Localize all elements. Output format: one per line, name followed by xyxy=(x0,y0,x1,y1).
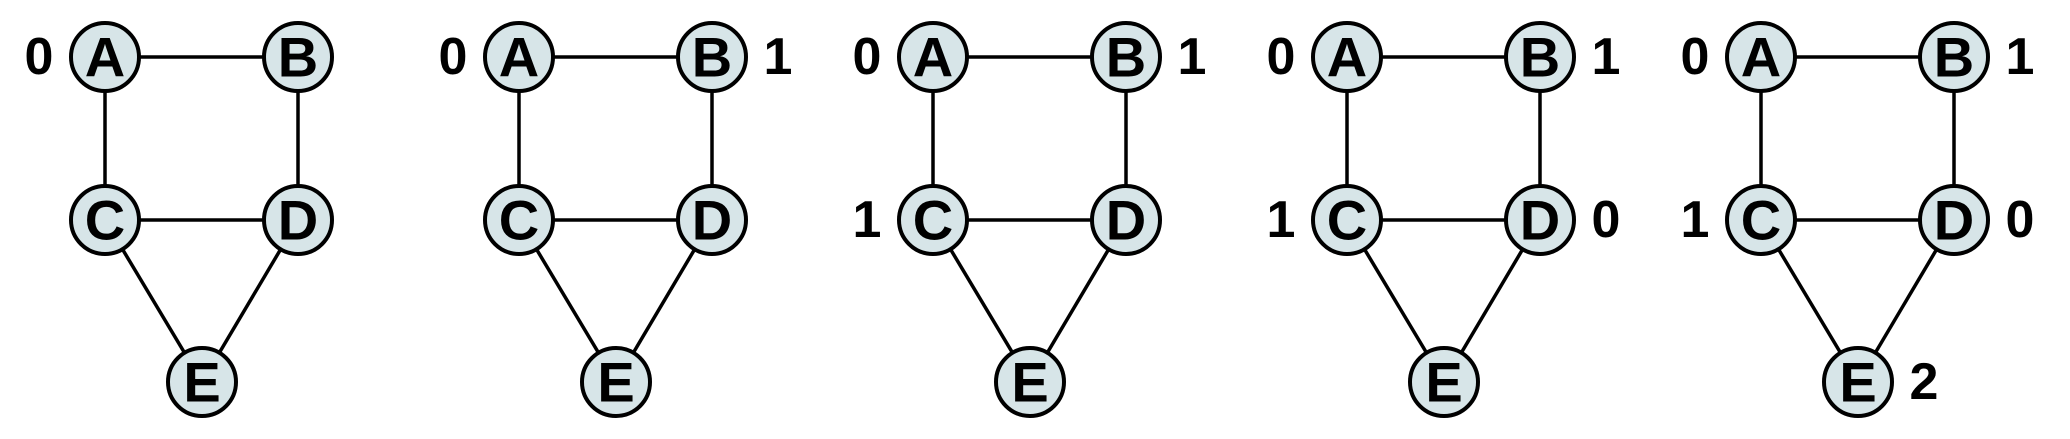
node-B xyxy=(1918,21,1990,93)
node-letter-C: C xyxy=(913,189,953,252)
color-label-A: 0 xyxy=(25,28,54,86)
node-E xyxy=(1408,346,1480,418)
graph-step-1: A0 B C D E xyxy=(25,21,334,418)
node-C xyxy=(1725,184,1797,256)
node-A xyxy=(483,21,555,93)
node-A xyxy=(1311,21,1383,93)
color-label-B: 1 xyxy=(2006,28,2035,86)
node-letter-A: A xyxy=(1327,26,1367,89)
node-D xyxy=(676,184,748,256)
node-A xyxy=(897,21,969,93)
node-letter-B: B xyxy=(1934,26,1974,89)
color-label-A: 0 xyxy=(1267,28,1296,86)
node-letter-A: A xyxy=(1741,26,1781,89)
node-E xyxy=(580,346,652,418)
color-label-C: 1 xyxy=(1267,191,1296,249)
node-letter-B: B xyxy=(1520,26,1560,89)
node-letter-C: C xyxy=(85,189,125,252)
node-letter-D: D xyxy=(1934,189,1974,252)
node-C xyxy=(483,184,555,256)
color-label-A: 0 xyxy=(1681,28,1710,86)
node-letter-A: A xyxy=(499,26,539,89)
node-letter-D: D xyxy=(1520,189,1560,252)
node-E xyxy=(994,346,1066,418)
node-E xyxy=(1822,346,1894,418)
node-C xyxy=(69,184,141,256)
node-letter-E: E xyxy=(597,351,634,414)
node-letter-C: C xyxy=(1327,189,1367,252)
node-A xyxy=(69,21,141,93)
node-letter-A: A xyxy=(85,26,125,89)
color-label-D: 0 xyxy=(2006,191,2035,249)
node-letter-D: D xyxy=(278,189,318,252)
node-letter-E: E xyxy=(1839,351,1876,414)
node-E xyxy=(166,346,238,418)
node-letter-B: B xyxy=(278,26,318,89)
color-label-A: 0 xyxy=(439,28,468,86)
color-label-C: 1 xyxy=(1681,191,1710,249)
node-B xyxy=(1504,21,1576,93)
node-A xyxy=(1725,21,1797,93)
node-D xyxy=(1090,184,1162,256)
color-label-A: 0 xyxy=(853,28,882,86)
color-label-B: 1 xyxy=(764,28,793,86)
node-letter-D: D xyxy=(1106,189,1146,252)
color-label-E: 2 xyxy=(1910,353,1939,411)
node-C xyxy=(897,184,969,256)
color-label-B: 1 xyxy=(1592,28,1621,86)
node-D xyxy=(1918,184,1990,256)
node-letter-E: E xyxy=(183,351,220,414)
node-letter-A: A xyxy=(913,26,953,89)
node-letter-B: B xyxy=(1106,26,1146,89)
node-letter-B: B xyxy=(692,26,732,89)
node-B xyxy=(676,21,748,93)
node-B xyxy=(262,21,334,93)
node-letter-E: E xyxy=(1425,351,1462,414)
node-D xyxy=(1504,184,1576,256)
color-label-C: 1 xyxy=(853,191,882,249)
node-letter-C: C xyxy=(1741,189,1781,252)
node-letter-C: C xyxy=(499,189,539,252)
node-letter-E: E xyxy=(1011,351,1048,414)
node-C xyxy=(1311,184,1383,256)
color-label-B: 1 xyxy=(1178,28,1207,86)
color-label-D: 0 xyxy=(1592,191,1621,249)
node-letter-D: D xyxy=(692,189,732,252)
node-B xyxy=(1090,21,1162,93)
node-D xyxy=(262,184,334,256)
